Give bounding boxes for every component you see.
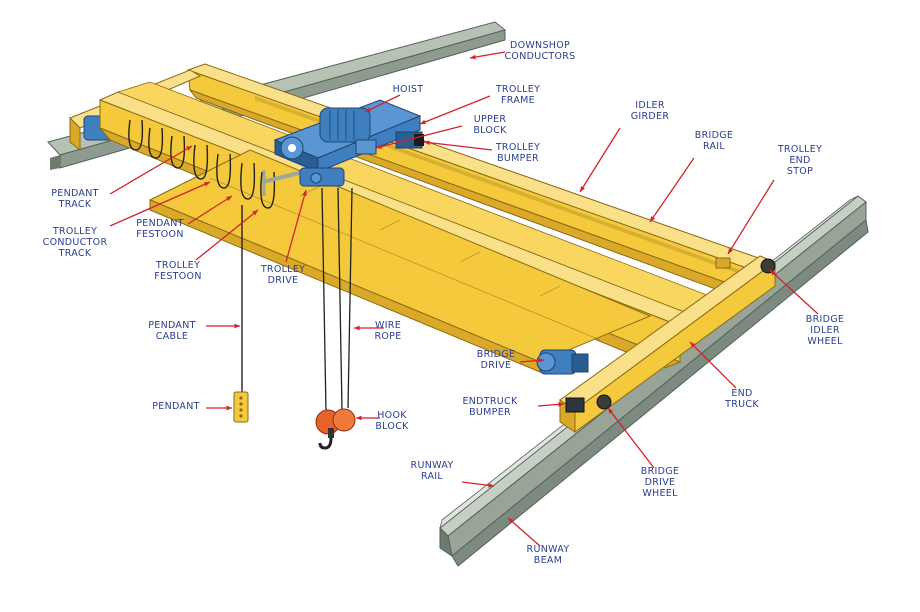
hook-block-arrowhead — [356, 416, 362, 421]
runway-beam-arrow — [508, 518, 540, 546]
trolley-end-stop — [716, 258, 730, 268]
idler-girder-arrow — [580, 128, 620, 192]
hoist-label: HOIST — [393, 84, 424, 95]
bridge-rail-arrow — [650, 158, 694, 222]
pendant-label: PENDANT — [152, 401, 200, 412]
trolley-end-stop-arrow — [728, 180, 774, 254]
pendant-cable-arrowhead — [234, 324, 240, 329]
pendant-arrowhead — [226, 406, 232, 411]
hook-block — [316, 409, 355, 448]
trolley-frame-arrowhead — [420, 120, 426, 124]
wire-rope-arrowhead — [354, 326, 360, 331]
downshop-conductors-arrowhead — [470, 55, 476, 60]
